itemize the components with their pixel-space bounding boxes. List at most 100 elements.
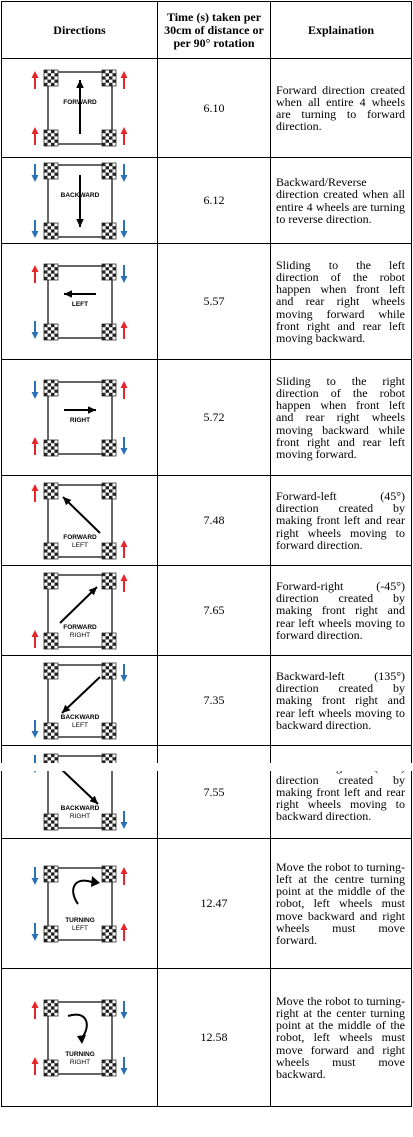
diagram-label: FORWARD xyxy=(63,624,97,631)
explanation-text: Sliding to the left direction of the rob… xyxy=(270,243,412,360)
front-right-wheel-arrow xyxy=(120,163,127,182)
rear-left-wheel-arrow xyxy=(31,127,38,145)
rear-right-wheel-arrow xyxy=(120,539,127,558)
diagram-label: TURNING xyxy=(65,1051,95,1058)
rear-right-wheel xyxy=(101,439,116,456)
front-left-wheel xyxy=(43,572,58,589)
diagram-label-2: RIGHT xyxy=(69,1059,89,1066)
robot-body xyxy=(46,264,113,339)
robot-diagram: RIGHT xyxy=(31,379,127,456)
diagram-label: FORWARD xyxy=(63,534,97,541)
header-row: Directions Time (s) taken per 30cm of di… xyxy=(1,1,412,59)
rear-left-wheel xyxy=(43,129,58,147)
rear-right-wheel xyxy=(101,722,116,739)
diagram-label-2: LEFT xyxy=(72,722,88,729)
robot-body xyxy=(46,483,113,558)
front-right-wheel-arrow xyxy=(120,663,127,682)
front-right-wheel-arrow xyxy=(120,573,127,592)
direction-diagram-cell: RIGHT xyxy=(1,359,158,476)
front-right-wheel xyxy=(101,482,116,499)
header-time: Time (s) taken per 30cm of distance or p… xyxy=(157,1,271,59)
front-right-wheel xyxy=(101,379,116,396)
front-right-wheel-arrow xyxy=(120,264,127,283)
diagram-label-2: RIGHT xyxy=(69,813,89,820)
front-left-wheel-arrow xyxy=(31,380,38,399)
robot-body xyxy=(46,866,113,941)
rear-left-wheel-arrow xyxy=(31,719,38,738)
robot-body xyxy=(46,380,113,455)
rear-right-wheel-arrow xyxy=(120,436,127,455)
rear-left-wheel xyxy=(43,323,58,340)
rear-right-wheel-arrow xyxy=(120,1056,127,1075)
explanation-text: Move the robot to turning-right at the c… xyxy=(270,968,412,1107)
explanation-text: Backward-right (225°) direction created … xyxy=(270,745,412,839)
front-right-wheel xyxy=(101,999,116,1016)
direction-diagram-cell: FORWARD xyxy=(1,58,158,158)
front-left-wheel-arrow xyxy=(31,483,38,502)
front-left-wheel-arrow xyxy=(31,264,38,283)
time-value: 5.57 xyxy=(157,243,271,360)
robot-diagram: LEFT xyxy=(31,263,127,340)
diagram-label-2: LEFT xyxy=(72,925,88,932)
header-explanation: Explaination xyxy=(270,1,412,59)
page-break-gap xyxy=(0,763,413,771)
front-right-wheel xyxy=(101,263,116,280)
time-value: 7.65 xyxy=(157,565,271,656)
front-right-wheel-arrow xyxy=(120,1000,127,1019)
rear-right-wheel xyxy=(101,222,116,239)
rear-right-wheel xyxy=(101,925,116,942)
front-left-wheel-arrow xyxy=(31,163,38,182)
rear-left-wheel xyxy=(43,722,58,739)
time-value: 12.58 xyxy=(157,968,271,1107)
explanation-text: Backward/Reverse direction created when … xyxy=(270,157,412,244)
movement-arrow xyxy=(75,174,84,227)
robot-diagram: FORWARD xyxy=(31,69,127,147)
time-value: 7.55 xyxy=(157,745,271,839)
explanation-text: Move the robot to turning-left at the ce… xyxy=(270,838,412,969)
rear-right-wheel xyxy=(101,1059,116,1076)
robot-body xyxy=(46,663,113,738)
rear-left-wheel xyxy=(43,813,58,831)
time-value: 5.72 xyxy=(157,359,271,476)
rear-right-wheel-arrow xyxy=(120,219,127,238)
front-right-wheel xyxy=(101,865,116,882)
direction-diagram-cell: LEFT xyxy=(1,243,158,360)
front-left-wheel xyxy=(43,162,58,179)
time-value: 6.10 xyxy=(157,58,271,158)
rear-right-wheel xyxy=(101,542,116,559)
movement-arrow xyxy=(71,875,100,905)
robot-body xyxy=(46,573,113,648)
explanation-text: Backward-left (135°) direction created b… xyxy=(270,655,412,746)
rear-right-wheel-arrow xyxy=(120,811,127,829)
movement-arrow xyxy=(60,675,101,714)
diagram-label: FORWARD xyxy=(63,99,97,106)
front-right-wheel-arrow xyxy=(120,866,127,885)
rear-left-wheel xyxy=(43,925,58,942)
front-right-wheel xyxy=(101,662,116,679)
rear-right-wheel xyxy=(101,632,116,649)
rear-left-wheel xyxy=(43,439,58,456)
front-left-wheel xyxy=(43,69,58,87)
rear-left-wheel-arrow xyxy=(31,1056,38,1075)
diagram-label: RIGHT xyxy=(69,417,89,424)
rear-right-wheel-arrow xyxy=(120,922,127,941)
front-left-wheel xyxy=(43,999,58,1016)
explanation-text: Forward-right (-45°) direction created b… xyxy=(270,565,412,656)
front-left-wheel xyxy=(43,379,58,396)
rear-right-wheel xyxy=(101,813,116,831)
rear-left-wheel xyxy=(43,1059,58,1076)
